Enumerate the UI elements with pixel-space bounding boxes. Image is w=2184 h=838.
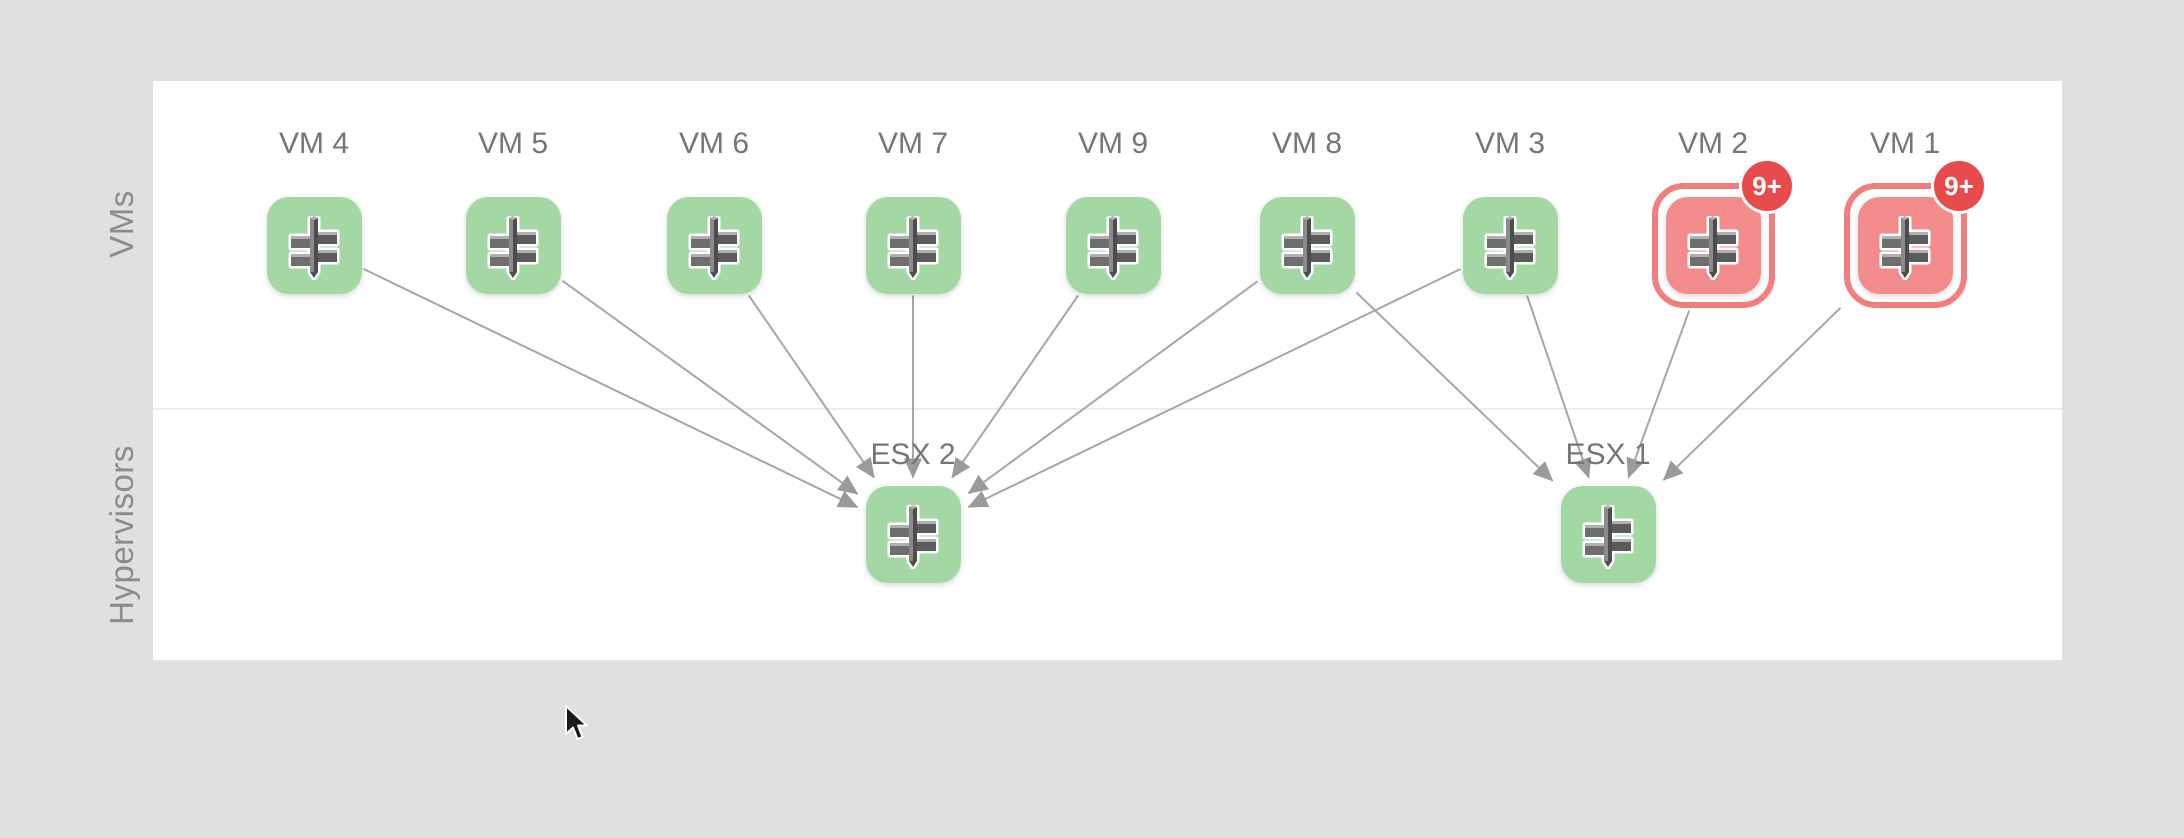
node-esx2[interactable] — [865, 485, 961, 583]
cluster-icon — [887, 216, 939, 280]
alert-count-badge: 9+ — [1739, 158, 1795, 214]
node-label-esx1: ESX 1 — [1565, 438, 1651, 471]
node-label-vm7: VM 7 — [877, 127, 949, 160]
node-label-esx2: ESX 2 — [870, 438, 956, 471]
cluster-icon — [1484, 216, 1536, 280]
cluster-icon — [1879, 216, 1931, 280]
node-vm3[interactable] — [1462, 196, 1558, 294]
node-vm2[interactable]: 9+ — [1651, 158, 1795, 308]
node-label-vm5: VM 5 — [477, 127, 549, 160]
node-label-vm3: VM 3 — [1474, 127, 1546, 160]
node-label-vm4: VM 4 — [278, 127, 350, 160]
node-vm4[interactable] — [266, 196, 362, 294]
node-vm1[interactable]: 9+ — [1843, 158, 1987, 308]
row-label-vms: VMs — [103, 190, 140, 258]
cluster-icon — [1582, 505, 1634, 569]
node-vm8[interactable] — [1259, 196, 1355, 294]
node-label-vm9: VM 9 — [1077, 127, 1149, 160]
node-vm9[interactable] — [1065, 196, 1161, 294]
cluster-icon — [887, 505, 939, 569]
cluster-icon — [487, 216, 539, 280]
row-label-hypervisors: Hypervisors — [103, 445, 140, 625]
node-vm5[interactable] — [465, 196, 561, 294]
row-divider — [153, 408, 2062, 410]
mouse-cursor — [565, 705, 588, 740]
cluster-icon — [1087, 216, 1139, 280]
cluster-icon — [1281, 216, 1333, 280]
node-label-vm1: VM 1 — [1869, 127, 1941, 160]
node-vm7[interactable] — [865, 196, 961, 294]
node-esx1[interactable] — [1560, 485, 1656, 583]
cluster-icon — [688, 216, 740, 280]
cluster-icon — [288, 216, 340, 280]
alert-count-badge: 9+ — [1931, 158, 1987, 214]
node-label-vm6: VM 6 — [678, 127, 750, 160]
node-label-vm2: VM 2 — [1677, 127, 1749, 160]
node-label-vm8: VM 8 — [1271, 127, 1343, 160]
node-vm6[interactable] — [666, 196, 762, 294]
cluster-icon — [1687, 216, 1739, 280]
